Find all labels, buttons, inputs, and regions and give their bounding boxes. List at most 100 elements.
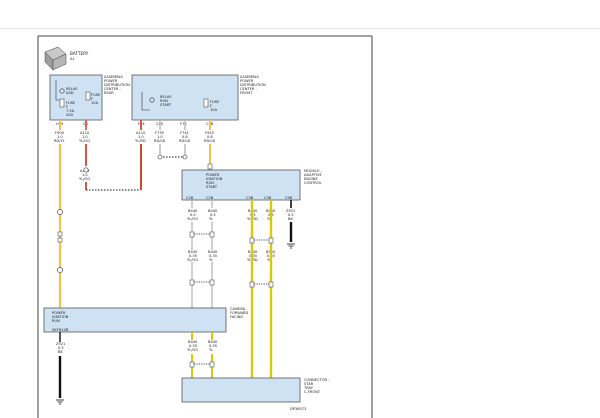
inline-connector <box>268 237 274 244</box>
pdc-rear-title-1: ASSEMBLY- <box>104 75 124 79</box>
inline-connector <box>189 231 195 238</box>
wire-color: BK <box>288 217 293 221</box>
engine-module-inner-2: IGNITION <box>206 177 223 181</box>
wire-color: YL <box>267 258 271 262</box>
inline-connector <box>189 361 195 368</box>
mid-wire-labels: B440 0.5 YL/OG B440 0.5 YL B440 0.5 YL/R… <box>187 209 295 262</box>
connector-star-tray: CONNECTOR - STAR TRAY C-FRONT DP36573 <box>181 377 330 411</box>
pdc-front-relay-2: RUN <box>160 99 168 103</box>
wire-code: Z921 <box>56 342 65 346</box>
splice-node <box>83 167 89 173</box>
wire-color: YL <box>209 217 213 221</box>
pdc-rear-box <box>49 74 103 121</box>
wire-gauge: 0.35 <box>209 254 217 258</box>
splice-node <box>182 154 188 160</box>
engine-module-title-1: MODULE - <box>304 169 323 173</box>
camera-ref: SKYN12B <box>52 328 69 332</box>
pdc-rear-fuse-r-2: F <box>91 97 93 101</box>
connector-title-1: CONNECTOR - <box>304 378 330 382</box>
pdc-rear-fuse-r-3: 10A <box>91 101 99 105</box>
wire-gauge: 0.35 <box>209 344 217 348</box>
engine-control-module: MODULE - ADAPTIVE ENGINE CONTROL POWER I… <box>181 169 323 201</box>
engine-module-pin: C3B <box>246 196 254 200</box>
wire-gauge: 0.5 <box>210 213 216 217</box>
wire-gauge: 0.8 <box>182 135 188 139</box>
connector-title-3: TRAY <box>303 386 314 390</box>
engine-module-pin: C2B <box>206 196 214 200</box>
wire-code: B440 <box>188 250 198 254</box>
wire-code: B440 <box>188 340 198 344</box>
inline-connector <box>209 279 215 286</box>
inline-connector <box>268 281 274 288</box>
fuse-icon <box>85 91 91 101</box>
wire-color: YL <box>267 217 271 221</box>
inline-connector <box>249 281 255 288</box>
wire-gauge: 1.0 <box>138 135 144 139</box>
pdc-front-title-5: FRONT <box>240 91 253 95</box>
camera-title-3: FACING <box>230 315 243 319</box>
fuse-icon <box>203 98 209 108</box>
wire-gauge: 0.8 <box>207 135 213 139</box>
engine-module-inner-4: START <box>206 185 218 189</box>
pdc-front: ASSEMBLY- POWER DISTRIBUTION CENTER - FR… <box>131 74 266 126</box>
inline-connector <box>209 361 215 368</box>
battery-ref: A1 <box>70 57 75 61</box>
pdc-front-fuse-3: 10A <box>210 108 218 112</box>
bottom-wires: Z921 0.5 BK B440 0.35 YL/OG B440 0.35 YL <box>56 332 218 405</box>
relay-coil-icon <box>149 97 155 103</box>
pdc-front-box <box>131 74 239 121</box>
engine-module-box <box>181 169 301 201</box>
wire-gauge: 0.35 <box>189 344 197 348</box>
wire-code: B440 <box>208 209 218 213</box>
wire-code: F735 <box>155 131 164 135</box>
engine-module-pin: C3B <box>264 196 272 200</box>
pdc-front-circuit-line <box>141 92 150 111</box>
pdc-rear-fuse-l-3: 7.5A <box>66 109 75 113</box>
pdc-rear-title-2: POWER <box>104 79 118 83</box>
battery-label: BATTERY <box>70 51 89 56</box>
fuse-icon <box>59 98 65 108</box>
battery-front <box>52 53 67 71</box>
camera-inner-3: RUN <box>52 319 60 323</box>
wire-code: Z921 <box>286 209 295 213</box>
wire-gauge: 1.0 <box>82 173 88 177</box>
wire-color: RD/LB <box>179 139 190 143</box>
camera-module-box <box>43 307 227 333</box>
pdc-front-title-3: DISTRIBUTION <box>240 83 266 87</box>
wire-color: YL/RD <box>135 139 146 143</box>
camera-forward-facing: CAMERA - FORWARD FACING POWER IGNITION R… <box>43 307 249 333</box>
pdc-rear-fuse-l-4: 20A <box>66 113 74 117</box>
pdc-rear-title-3: DISTRIBUTION <box>104 83 130 87</box>
pdc-rear-title-4: CENTER - <box>104 87 122 91</box>
pdc-front-title-2: POWER <box>240 79 254 83</box>
wire-gauge: 0.5 <box>190 213 196 217</box>
wire-color: YL/OG <box>79 177 90 181</box>
inline-connector <box>57 231 63 237</box>
viewer-toolbar <box>0 0 600 29</box>
wire-color: YL/OG <box>79 139 90 143</box>
wire-code: F900 <box>55 131 65 135</box>
wire-gauge: 0.35 <box>189 254 197 258</box>
wire-gauge: 0.5 <box>288 213 294 217</box>
wire-color: RD/LB <box>204 139 215 143</box>
wire-gauge: 1.0 <box>82 135 88 139</box>
battery: BATTERY A1 <box>44 46 89 71</box>
wire-code: A110 <box>136 131 146 135</box>
pdc-front-pin-3: F73 <box>180 122 187 126</box>
wire-color: YL <box>209 258 213 262</box>
inline-connector <box>189 279 195 286</box>
wire-code: F920 <box>205 131 215 135</box>
pdc-front-title-1: ASSEMBLY- <box>240 75 260 79</box>
wire-code: B440 <box>188 209 198 213</box>
wire-color: RD/YL <box>54 139 65 143</box>
inline-connector <box>249 237 255 244</box>
engine-module-pin: C9B <box>285 196 293 200</box>
pdc-front-fuse-2: F <box>210 104 212 108</box>
top-wire-labels: F900 1.0 RD/YL A110 1.0 YL/OG A110 1.0 Y… <box>54 131 215 181</box>
connector-title-2: STAR <box>304 382 314 386</box>
pdc-front-fuse-1: FUSE <box>210 100 220 104</box>
connector-title-4: C-FRONT <box>304 390 321 394</box>
pdc-front-relay-1: RELAY- <box>160 95 173 99</box>
